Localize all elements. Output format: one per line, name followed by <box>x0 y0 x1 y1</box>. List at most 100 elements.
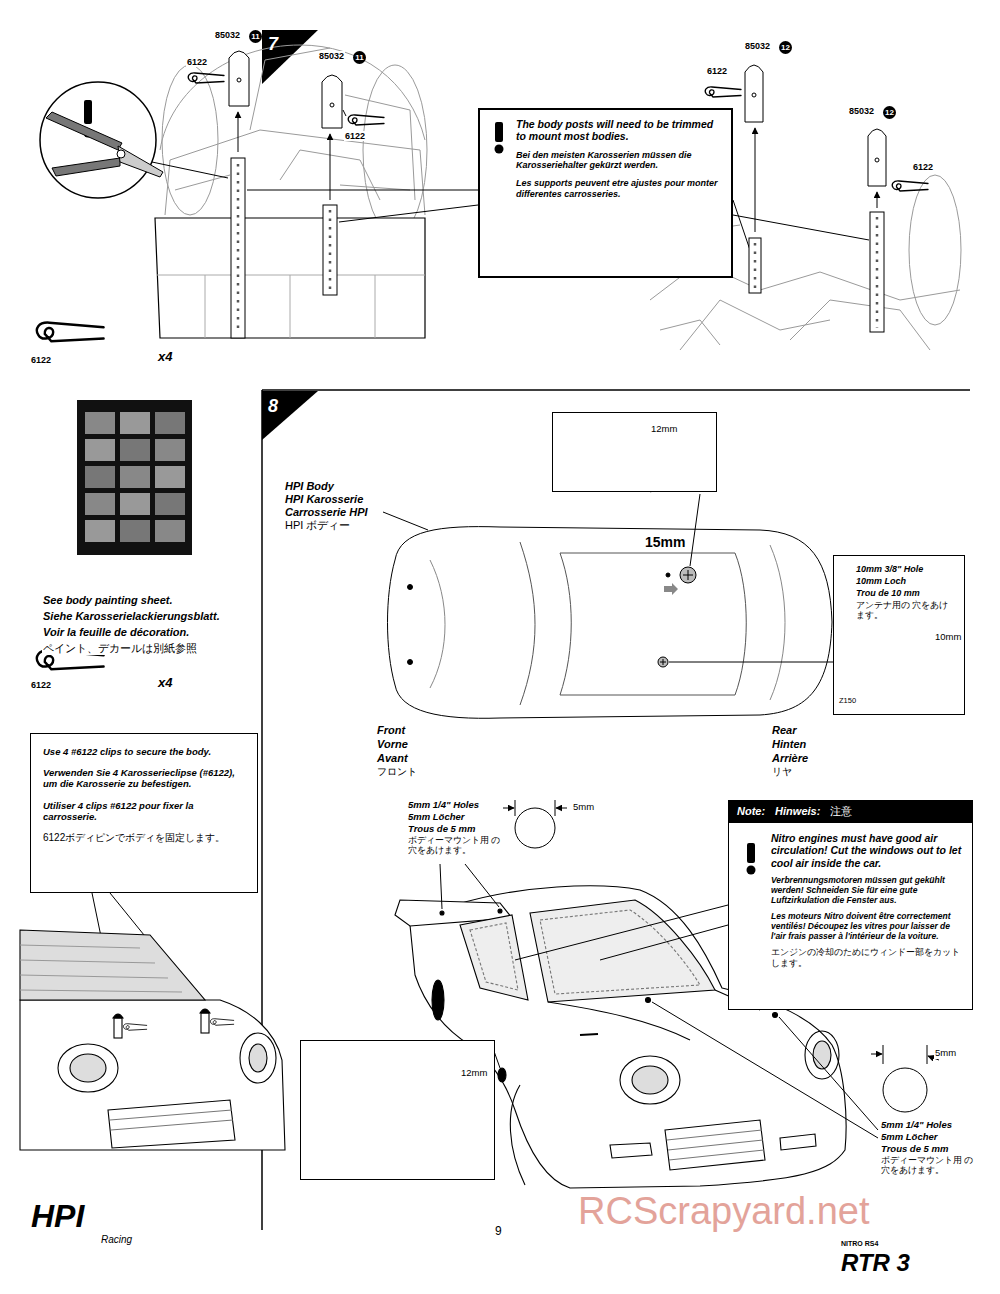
part-number: 85032 <box>214 30 241 40</box>
five-mm-hole <box>515 800 516 816</box>
leader-line <box>779 1017 878 1130</box>
front-bumper <box>157 275 425 276</box>
chassis-sketch <box>680 300 830 350</box>
car-top-view <box>666 573 670 577</box>
part-label: HPI Body <box>284 480 335 493</box>
callout-text: Utiliser 4 clips #6122 pour fixer la car… <box>43 800 247 822</box>
part-number: 6122 <box>186 57 208 67</box>
hole-note: 5mm 1/4" Holes <box>880 1120 953 1131</box>
car-perspective <box>580 1034 598 1035</box>
car-perspective <box>498 909 502 913</box>
car-top-view <box>664 583 678 595</box>
five-mm-hole <box>883 1045 884 1064</box>
dimension-text: アンテナ用の 穴をあけます。 <box>856 600 956 620</box>
painting-sheet <box>120 493 150 515</box>
body-post <box>749 238 761 293</box>
part-number: 6122 <box>344 131 366 141</box>
painting-sheet <box>155 520 185 542</box>
hole-note: ボディーマウント用 の穴をあけます。 <box>880 1156 982 1176</box>
body-clip <box>343 110 346 116</box>
car-top-view <box>408 585 413 590</box>
body-post <box>231 158 337 338</box>
body-mount <box>330 103 334 107</box>
leader-line <box>465 864 499 907</box>
car-front-partial <box>58 1044 118 1092</box>
direction-label: フロント <box>376 766 418 778</box>
brand-logo: Racing <box>100 1234 133 1246</box>
five-mm-hole <box>555 800 556 816</box>
watermark: RCScrapyard.net <box>578 1190 869 1234</box>
front-bumper <box>155 218 425 338</box>
leader-line <box>600 925 728 960</box>
pliers-detail <box>152 162 228 178</box>
car-perspective <box>665 1120 765 1170</box>
car-top-view <box>388 527 833 719</box>
leader-line <box>383 512 428 530</box>
part-number: 85032 <box>744 41 771 51</box>
chassis-sketch <box>175 175 410 190</box>
painting-sheet <box>77 400 192 555</box>
car-top-view <box>770 545 785 700</box>
body-clip <box>705 87 741 97</box>
car-top-view <box>658 657 668 667</box>
callout-number: 11 <box>249 30 262 43</box>
pliers-detail <box>46 112 122 150</box>
callout-text: Nitro engines must have good air circula… <box>771 832 964 869</box>
dimension-text: 10mm 3/8" Hole <box>856 564 923 575</box>
warning-icon <box>747 866 756 875</box>
step-tab <box>262 30 318 84</box>
hole-note: 5mm Löcher <box>880 1132 939 1143</box>
painting-sheet <box>120 439 150 461</box>
pliers-detail <box>84 100 92 124</box>
car-front-partial <box>110 1110 233 1130</box>
body-mount <box>745 65 763 122</box>
hole-note: 5mm Löcher <box>407 812 466 823</box>
dimension: 5mm <box>934 1048 957 1059</box>
pliers-detail <box>52 158 120 176</box>
painting-sheet <box>85 466 115 488</box>
callout-text: Les supports peuvent etre ajustes pour m… <box>516 178 723 199</box>
car-front-partial <box>20 1000 285 1150</box>
car-front-partial <box>201 1013 209 1033</box>
painting-sheet <box>85 520 115 542</box>
warning-icon <box>495 145 504 154</box>
car-front-partial <box>20 945 182 992</box>
car-front-partial <box>108 1100 235 1148</box>
dimension-text: 10mm <box>935 631 961 642</box>
car-top-view <box>680 567 696 583</box>
body-mount <box>877 192 878 208</box>
car-top-view <box>408 660 413 665</box>
body-clip <box>188 73 224 83</box>
chassis-sketch <box>162 65 218 215</box>
body-mount <box>238 112 239 152</box>
body-post <box>870 212 884 332</box>
leader-line <box>383 494 833 662</box>
note-text: ペイント、デカールは別紙参照 <box>42 642 198 655</box>
step-number: 8 <box>268 396 278 417</box>
front-bumper <box>205 275 206 338</box>
instruction-box: Use 4 #6122 clips to secure the body.Ver… <box>30 733 258 893</box>
painting-sheet <box>155 466 185 488</box>
callout-number: 12 <box>779 41 792 54</box>
part-label: Carrosserie HPI <box>284 506 369 519</box>
car-perspective <box>813 1041 831 1069</box>
callout-text: Note: <box>729 801 765 822</box>
painting-sheet <box>155 493 185 515</box>
detail-box: 12mm <box>300 1040 495 1180</box>
chassis-sketch <box>909 175 961 325</box>
hole-note: Trous de 5 mm <box>880 1144 949 1155</box>
part-number: 85032 <box>318 51 345 61</box>
step-tab <box>262 391 318 440</box>
dimension-text: 12mm <box>461 1067 487 1078</box>
direction-label: Vorne <box>376 738 409 751</box>
callout-text: Verbrennungsmotoren müssen gut gekühlt w… <box>771 875 964 905</box>
note-text: See body painting sheet. <box>42 594 174 607</box>
note-text: Siehe Karosserielackierungsblatt. <box>42 610 221 623</box>
step-tab <box>262 391 318 440</box>
car-top-view <box>560 553 746 695</box>
leader-line <box>733 200 750 250</box>
callout-text: 6122ボディピンでボディを固定します。 <box>43 832 247 844</box>
callout-text: Bei den meisten Karosserien müssen die K… <box>516 150 723 171</box>
painting-sheet <box>85 493 115 515</box>
dimension-text: Trou de 10 mm <box>856 588 920 599</box>
